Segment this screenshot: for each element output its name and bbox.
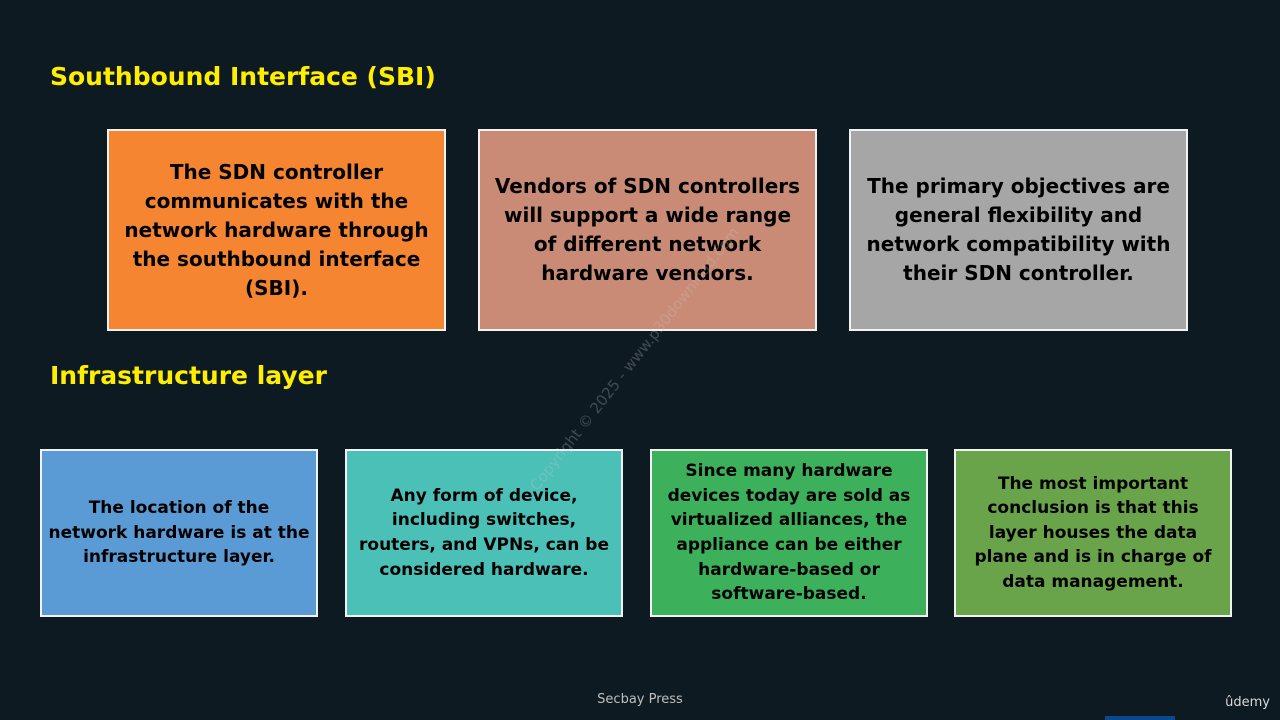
infra-box-location: The location of the network hardware is … bbox=[40, 449, 318, 617]
infra-box-conclusion: The most important conclusion is that th… bbox=[954, 449, 1232, 617]
infra-box-text: Since many hardware devices today are so… bbox=[667, 461, 911, 605]
sbi-box-text: The primary objectives are general flexi… bbox=[866, 174, 1171, 285]
sbi-box-vendor-support: Vendors of SDN controllers will support … bbox=[478, 129, 817, 331]
infra-box-text: The most important conclusion is that th… bbox=[974, 473, 1212, 592]
footer-publisher: Secbay Press bbox=[597, 692, 683, 707]
infra-box-devices: Any form of device, including switches, … bbox=[345, 449, 623, 617]
udemy-logo: ûdemy bbox=[1225, 695, 1270, 710]
section-title-infrastructure: Infrastructure layer bbox=[50, 361, 327, 390]
infra-box-text: Any form of device, including switches, … bbox=[359, 485, 609, 580]
sbi-box-objectives: The primary objectives are general flexi… bbox=[849, 129, 1188, 331]
sbi-box-text: Vendors of SDN controllers will support … bbox=[494, 174, 801, 285]
sbi-box-controller-communication: The SDN controller communicates with the… bbox=[107, 129, 446, 331]
section-title-sbi: Southbound Interface (SBI) bbox=[50, 62, 436, 91]
infra-box-virtualized: Since many hardware devices today are so… bbox=[650, 449, 928, 617]
infra-box-text: The location of the network hardware is … bbox=[48, 498, 310, 568]
sbi-box-text: The SDN controller communicates with the… bbox=[124, 159, 429, 300]
video-progress-indicator bbox=[1105, 716, 1175, 720]
